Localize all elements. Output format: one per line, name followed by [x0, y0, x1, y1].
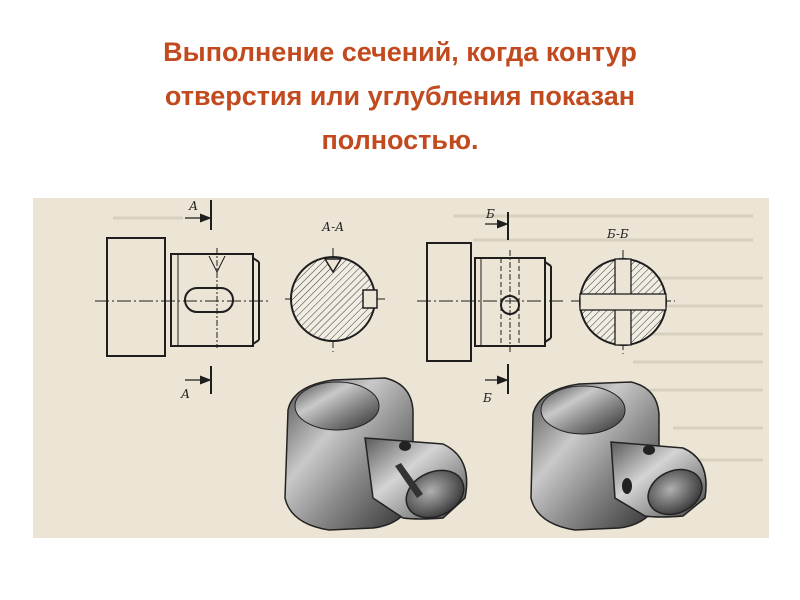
drawing-canvas: А А А-А	[95, 199, 763, 531]
background-text-lines	[113, 214, 763, 462]
section-a-a-view	[285, 248, 385, 352]
slide-title: Выполнение сечений, когда контур отверст…	[40, 30, 760, 162]
right-shaft-isometric	[530, 381, 707, 531]
section-b-cut-line	[485, 212, 509, 394]
title-line-3: полностью.	[321, 125, 479, 155]
section-b-b-view	[571, 250, 675, 354]
left-shaft-isometric	[284, 377, 468, 531]
section-b-b-title: Б-Б	[606, 227, 629, 241]
section-a-a-title: А-А	[321, 220, 344, 234]
section-b-top-label: Б	[485, 207, 495, 221]
right-shaft-front-view	[417, 242, 563, 362]
section-a-bottom-label: А	[180, 387, 190, 401]
section-b-bottom-label: Б	[482, 391, 492, 405]
section-a-cut-line	[185, 200, 212, 394]
technical-drawing-figure: А А А-А	[33, 198, 769, 538]
left-shaft-front-view	[95, 237, 271, 357]
title-line-2: отверстия или углубления показан	[164, 81, 636, 111]
title-line-1: Выполнение сечений, когда контур	[163, 37, 637, 67]
section-a-top-label: А	[188, 199, 198, 213]
